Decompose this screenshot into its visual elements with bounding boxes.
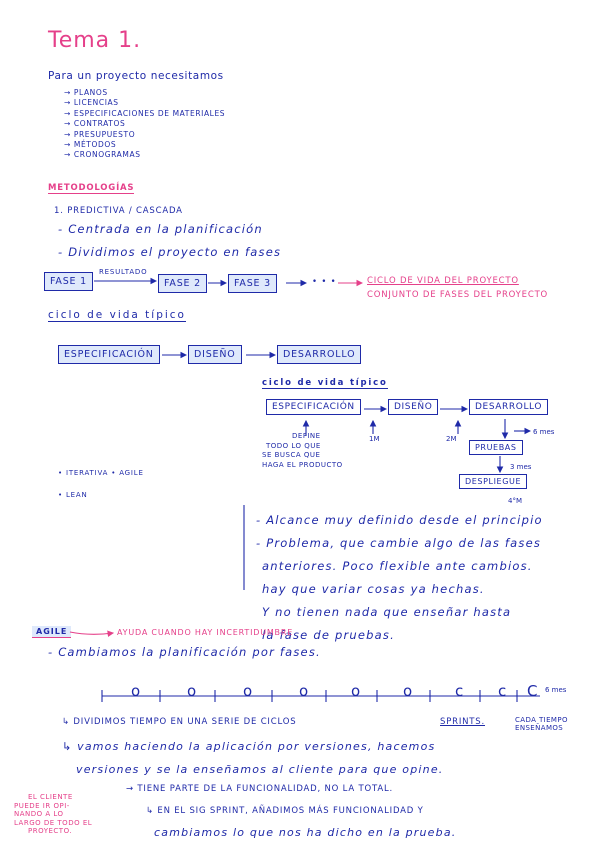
metodologias-heading: Metodologías <box>48 183 135 194</box>
predictiva-notes: - Alcance muy definido desde el principi… <box>256 509 543 647</box>
timeline-unit: 6 mes <box>545 686 567 694</box>
sprints-line-6: ↳ En el sig sprint, añadimos más funcion… <box>146 806 424 816</box>
sprints-line-3: ↳ vamos haciendo la aplicación por versi… <box>62 740 436 753</box>
note-line: Y no tienen nada que enseñar hasta <box>262 605 512 619</box>
needs-list-item: Licencias <box>64 98 225 108</box>
ciclo1-especificacion-box: Especificación <box>58 345 160 364</box>
timeline-mark: o <box>243 682 253 700</box>
predictiva-item: 1. Predictiva / Cascada <box>54 206 183 216</box>
ciclo2-pruebas-box: Pruebas <box>469 440 523 455</box>
note-line: anteriores. Poco flexible ante cambios. <box>262 559 533 573</box>
conjunto-fases-note: Conjunto de fases del proyecto <box>367 290 549 300</box>
ciclo2-heading: Ciclo de vida típico <box>262 378 388 389</box>
cliente-line: largo de todo el <box>14 818 93 827</box>
timeline-mark: c <box>455 682 464 700</box>
ciclo1-desarrollo-box: Desarrollo <box>277 345 362 364</box>
cliente-line: proyecto. <box>28 827 73 836</box>
needs-list-item: Cronogramas <box>64 150 225 160</box>
define-line: se busca que <box>262 451 321 459</box>
fase2-box: FASE 2 <box>158 274 207 293</box>
bullet-centrada: - Centrada en la planificación <box>58 222 263 236</box>
time-2m: 2M <box>446 435 457 443</box>
needs-list-item: Presupuesto <box>64 130 225 140</box>
timeline-mark: C <box>527 682 538 700</box>
lean-label: • Lean <box>58 491 88 499</box>
page-title: Tema 1. <box>48 28 142 53</box>
sprints-keyword: Sprints. <box>440 717 485 727</box>
iterativa-agile-label: • Iterativa • Agile <box>58 469 144 477</box>
arrow-agile-note <box>69 630 115 637</box>
needs-list-item: Métodos <box>64 140 225 150</box>
timeline-mark: o <box>187 682 197 700</box>
ellipsis-dots: • • • <box>312 277 337 287</box>
agile-note: Ayuda cuando hay incertidumbre <box>117 628 294 637</box>
timeline-mark: o <box>403 682 413 700</box>
sprints-line-7: cambiamos lo que nos ha dicho en la prue… <box>154 826 457 839</box>
timeline-mark: c <box>498 682 507 700</box>
timeline-mark: o <box>131 682 141 700</box>
timeline-mark: o <box>351 682 361 700</box>
ciclo2-desarrollo-box: Desarrollo <box>469 399 549 415</box>
needs-list: PlanosLicenciasEspecificaciones de mater… <box>64 88 225 161</box>
time-1m: 1M <box>369 435 380 443</box>
ciclo2-diseno-box: Diseño <box>388 399 439 415</box>
sprints-line-5: → Tiene parte de la funcionalidad, no la… <box>126 784 393 794</box>
ciclo2-especificacion-box: Especificación <box>266 399 361 415</box>
note-line: - Alcance muy definido desde el principi… <box>256 513 543 527</box>
agile-label: Agile <box>32 626 72 638</box>
define-line: haga el producto <box>262 460 343 469</box>
ciclo-vida-note: Ciclo de vida del proyecto <box>367 276 519 286</box>
note-line: hay que variar cosas ya hechas. <box>262 582 485 596</box>
time-4m: 4°M <box>508 497 522 505</box>
needs-list-item: Contratos <box>64 119 225 129</box>
time-3m: 3 mes <box>510 463 532 471</box>
ciclo1-diseno-box: Diseño <box>188 345 242 364</box>
bullet-dividimos: - Dividimos el proyecto en fases <box>58 245 282 259</box>
needs-list-item: Planos <box>64 88 225 98</box>
cliente-line: nando a lo <box>14 810 64 819</box>
time-6m: 6 mes <box>533 428 555 436</box>
define-line: todo lo que <box>266 441 321 450</box>
timeline-mark: o <box>299 682 309 700</box>
ciclo2-despliegue-box: Despliegue <box>459 474 528 489</box>
note-line: - Problema, que cambie algo de las fases <box>256 536 542 550</box>
fase3-box: FASE 3 <box>228 274 277 293</box>
note-line: la fase de pruebas. <box>262 628 395 642</box>
cliente-line: El cliente <box>28 793 73 801</box>
sprints-line-4: versiones y se la enseñamos al cliente p… <box>76 763 444 776</box>
resultado-label: Resultado <box>99 268 148 276</box>
cada-tiempo-note: Cada tiempo enseñamos <box>515 716 568 732</box>
needs-list-item: Especificaciones de materiales <box>64 109 225 119</box>
sprints-line-1: ↳ Dividimos tiempo en una serie de ciclo… <box>62 717 297 727</box>
agile-line: - Cambiamos la planificación por fases. <box>48 645 321 659</box>
fase1-box: FASE 1 <box>44 272 93 291</box>
intro-text: Para un proyecto necesitamos <box>48 70 224 82</box>
cliente-note: El cliente puede ir opi- nando a lo larg… <box>14 793 92 836</box>
ciclo1-heading: Ciclo de vida típico <box>48 309 186 322</box>
cliente-line: puede ir opi- <box>14 801 70 810</box>
